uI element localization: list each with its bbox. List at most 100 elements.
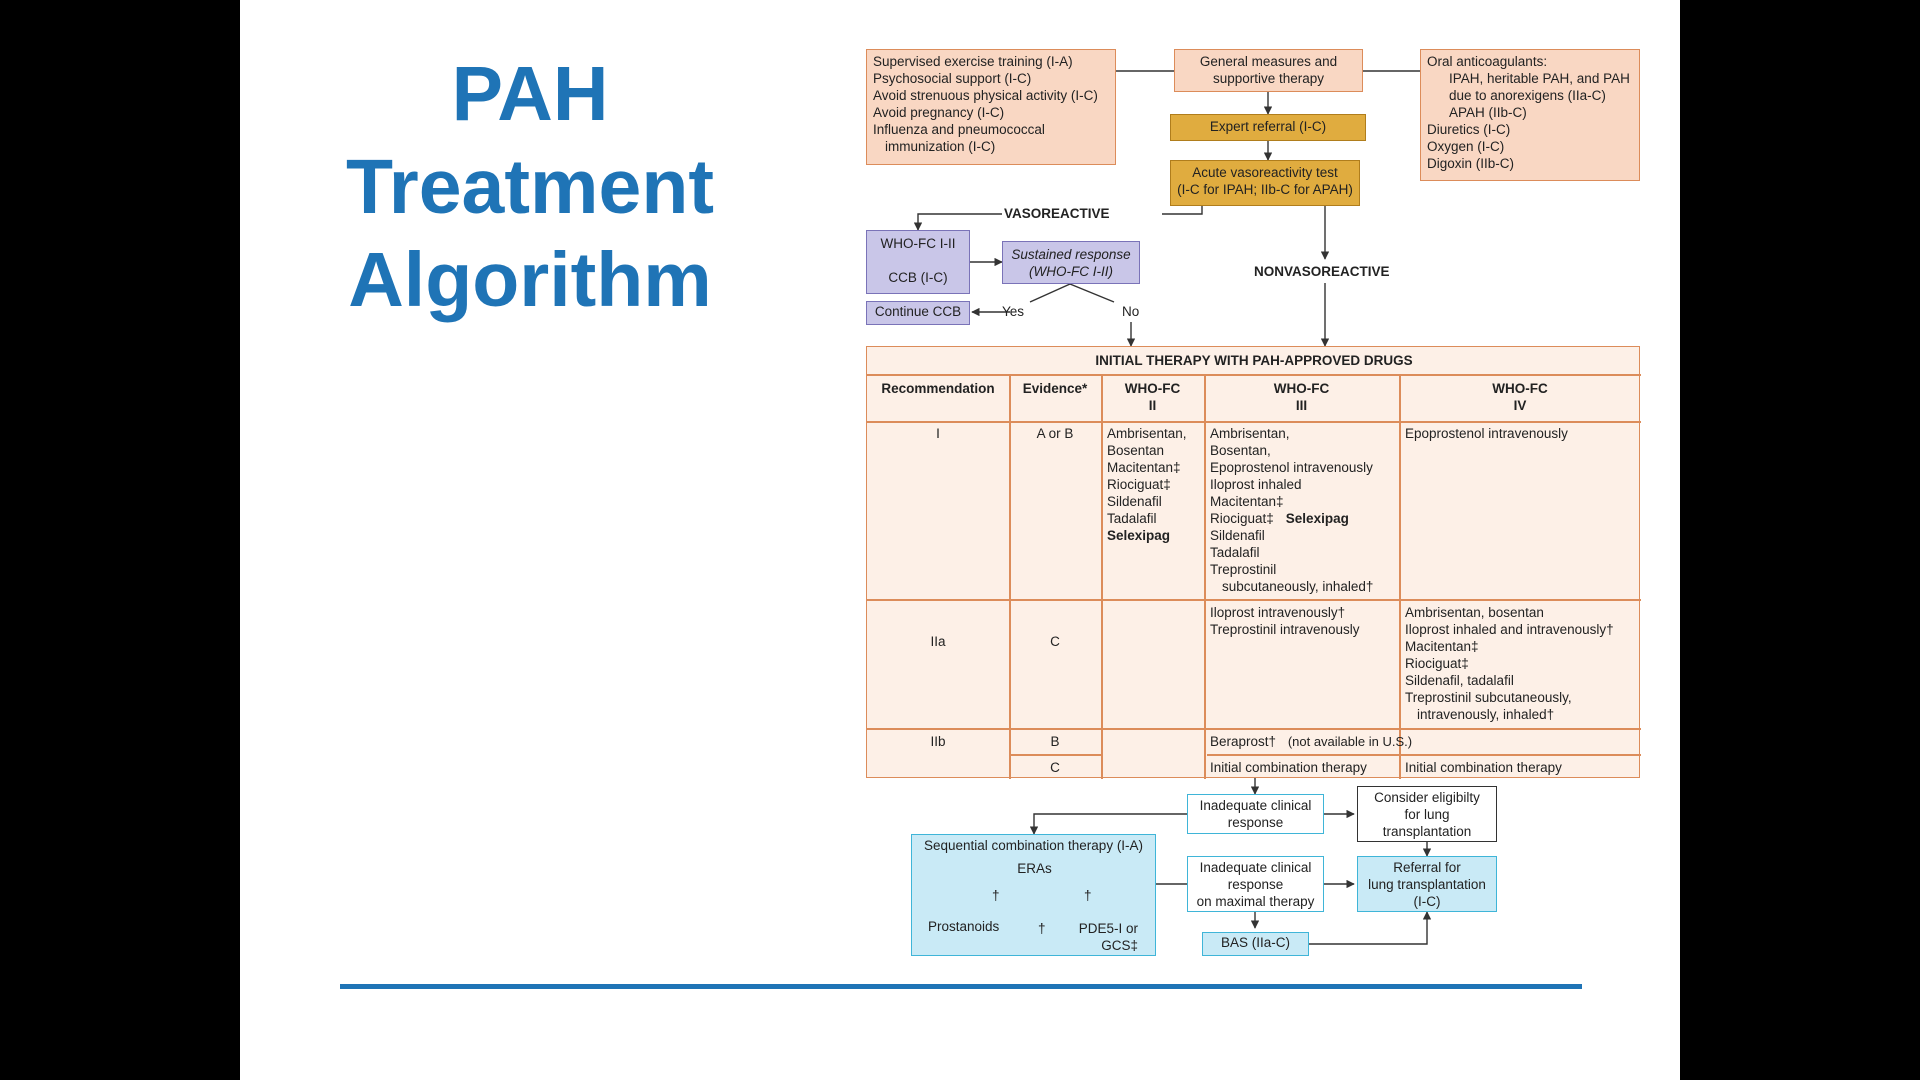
sustained-response-box: Sustained response (WHO-FC I-II)	[1002, 241, 1140, 284]
referral-transplant-box: Referral for lung transplantation (I-C)	[1357, 856, 1497, 912]
row2-fc4-drugs: Ambrisentan, bosentan Iloprost inhaled a…	[1405, 604, 1614, 723]
header-line: WHO-FC	[1492, 381, 1548, 396]
referral-line: (I-C)	[1413, 894, 1441, 909]
row3-recommendation: IIb	[930, 734, 946, 749]
consider-line: transplantation	[1382, 824, 1472, 839]
vasoreactivity-test-box: Acute vasoreactivity test (I-C for IPAH;…	[1170, 160, 1360, 206]
drug: subcutaneously, inhaled†	[1222, 579, 1374, 594]
general-left-item: Influenza and pneumococcal	[873, 122, 1045, 137]
dagger-left: †	[992, 888, 1000, 903]
drug: Macitentan‡	[1405, 639, 1479, 654]
header-whofc-iii: WHO-FC III	[1204, 380, 1399, 414]
dagger-right: †	[1084, 888, 1092, 903]
row1-evidence: A or B	[1036, 426, 1074, 441]
drug: Beraprost†	[1210, 734, 1277, 749]
general-left-item: immunization (I-C)	[885, 139, 996, 154]
drug: Treprostinil subcutaneously,	[1405, 690, 1572, 705]
pde5-line: GCS‡	[1101, 938, 1138, 953]
connectors	[913, 70, 1432, 945]
drug: Riociguat‡	[1107, 477, 1171, 492]
row3-beraprost: Beraprost† (not available in U.S.)	[1210, 733, 1412, 750]
drug-selexipag: Selexipag	[1285, 511, 1349, 526]
general-measures-box: General measures and supportive therapy	[1174, 49, 1363, 92]
sequential-title: Sequential combination therapy (I-A)	[923, 838, 1144, 853]
header-recommendation: Recommendation	[881, 381, 995, 396]
general-left-item: Avoid pregnancy (I-C)	[873, 105, 1005, 120]
row1-recommendation: I	[936, 426, 940, 441]
whofc-label: WHO-FC I-II	[880, 236, 956, 251]
drug: Sildenafil	[1107, 494, 1162, 509]
header-whofc-ii: WHO-FC II	[1101, 380, 1204, 414]
header-whofc-iv: WHO-FC IV	[1399, 380, 1641, 414]
slide-title: PAH Treatment Algorithm	[335, 48, 725, 327]
general-center-line: General measures and	[1199, 54, 1338, 69]
drug-selexipag: Selexipag	[1107, 528, 1171, 543]
eras-label: ERAs	[1017, 861, 1052, 876]
consider-line: for lung	[1404, 807, 1450, 822]
inadequate-max-line: Inadequate clinical	[1199, 860, 1312, 875]
drug: Iloprost inhaled and intravenously†	[1405, 622, 1614, 637]
no-label: No	[1122, 304, 1140, 319]
general-left-item: Avoid strenuous physical activity (I-C)	[873, 88, 1098, 103]
inadequate-line: response	[1227, 815, 1284, 830]
sequential-combination-box: Sequential combination therapy (I-A) ERA…	[911, 834, 1156, 956]
not-available-note: (not available in U.S.)	[1287, 734, 1413, 749]
drug: Tadalafil	[1107, 511, 1157, 526]
title-line-2: Treatment	[345, 144, 714, 230]
consider-line: Consider eligibilty	[1374, 790, 1480, 805]
consider-transplant-box: Consider eligibilty for lung transplanta…	[1357, 786, 1497, 842]
bas-box: BAS (IIa-C)	[1202, 932, 1309, 956]
sustained-line: Sustained response	[1011, 247, 1131, 262]
header-line: WHO-FC	[1124, 381, 1181, 396]
drug: Macitentan‡	[1107, 460, 1181, 475]
title-line-1: PAH	[451, 51, 609, 137]
drug: intravenously, inhaled†	[1417, 707, 1555, 722]
general-left-item: Supervised exercise training (I-A)	[873, 54, 1073, 69]
drug-row: Riociguat‡Selexipag	[1210, 510, 1373, 527]
row3-combo-fc4: Initial combination therapy	[1405, 760, 1562, 775]
referral-line: Referral for	[1393, 860, 1461, 875]
row2-recommendation: IIa	[930, 634, 946, 649]
row1-fc4-drugs: Epoprostenol intravenously	[1405, 426, 1568, 441]
header-line: II	[1148, 398, 1157, 413]
vaso-test-line: Acute vasoreactivity test	[1192, 165, 1338, 180]
drug: Riociguat‡	[1405, 656, 1469, 671]
nonvasoreactive-label: NONVASOREACTIVE	[1254, 264, 1390, 279]
table-title: INITIAL THERAPY WITH PAH-APPROVED DRUGS	[1095, 353, 1413, 368]
treatment-algorithm-diagram: Supervised exercise training (I-A) Psych…	[866, 46, 1641, 966]
inadequate-maximal-box: Inadequate clinical response on maximal …	[1187, 856, 1324, 912]
drug: Sildenafil	[1210, 528, 1265, 543]
inadequate-line: Inadequate clinical	[1199, 798, 1312, 813]
pde5-line: PDE5-I or	[1078, 921, 1138, 936]
header-line: WHO-FC	[1273, 381, 1330, 396]
drug: Epoprostenol intravenously	[1210, 460, 1373, 475]
drug: Iloprost inhaled	[1210, 477, 1302, 492]
whofc-ccb-box: WHO-FC I-II CCB (I-C)	[866, 230, 970, 294]
yes-label: Yes	[1002, 304, 1025, 319]
row1-fc3-drugs: Ambrisentan, Bosentan, Epoprostenol intr…	[1210, 425, 1373, 595]
row3-combo-fc3: Initial combination therapy	[1210, 760, 1367, 775]
general-right-item: Digoxin (IIb-C)	[1427, 156, 1515, 171]
general-measures-right-box: Oral anticoagulants: IPAH, heritable PAH…	[1420, 49, 1640, 181]
general-center-line: supportive therapy	[1212, 71, 1325, 86]
pde5-label: PDE5-I or GCS‡	[1076, 920, 1138, 954]
drug: Bosentan,	[1210, 443, 1271, 458]
drug: Iloprost intravenously†	[1210, 605, 1346, 620]
sustained-line: (WHO-FC I-II)	[1029, 264, 1113, 279]
general-right-item: Oxygen (I-C)	[1427, 139, 1505, 154]
drug: Ambrisentan,	[1107, 426, 1187, 441]
row2-fc3-drugs: Iloprost intravenously† Treprostinil int…	[1210, 604, 1360, 638]
blue-rule	[340, 984, 1582, 989]
inadequate-response-box: Inadequate clinical response	[1187, 794, 1324, 834]
title-line-3: Algorithm	[348, 237, 712, 323]
drug: Tadalafil	[1210, 545, 1260, 560]
drug: Ambrisentan,	[1210, 426, 1290, 441]
prostanoids-label: Prostanoids	[928, 919, 1000, 934]
drug: Treprostinil	[1210, 562, 1277, 577]
general-right-item: due to anorexigens (IIa-C)	[1449, 88, 1606, 103]
continue-ccb-box: Continue CCB	[866, 301, 970, 325]
general-left-item: Psychosocial support (I-C)	[873, 71, 1032, 86]
drug: Treprostinil intravenously	[1210, 622, 1360, 637]
general-right-item: APAH (IIb-C)	[1449, 105, 1527, 120]
ccb-label: CCB (I-C)	[888, 270, 948, 285]
